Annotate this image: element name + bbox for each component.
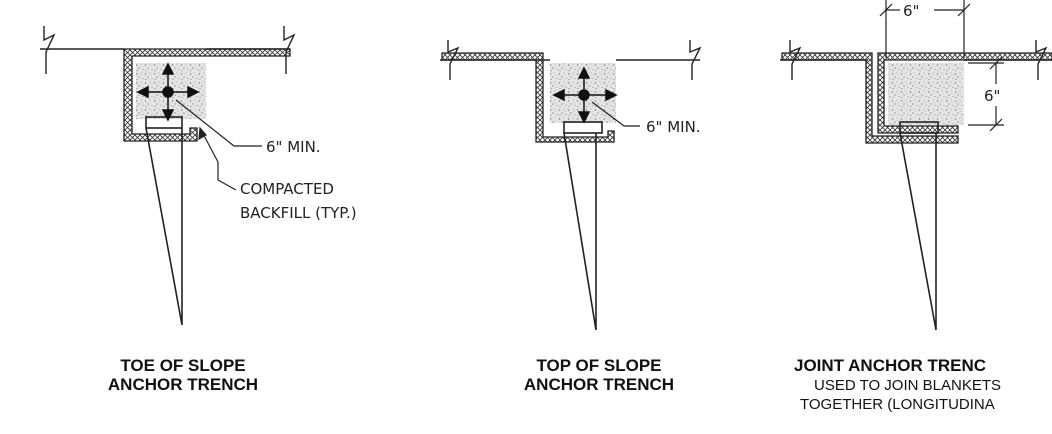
break-symbol-right (1035, 40, 1048, 80)
title-line-2: ANCHOR TRENCH (523, 375, 675, 394)
title-line-1: JOINT ANCHOR TRENC (794, 356, 987, 375)
anchor-staple (563, 121, 603, 331)
dimension-depth-label: 6" (984, 87, 1000, 105)
compaction-arrows-icon (136, 62, 200, 122)
toe-of-slope-detail: 6" MIN. COMPACTED BACKFILL (TYP.) (40, 26, 357, 326)
compaction-arrows-icon (552, 66, 618, 124)
callout-6in-min: 6" MIN. (646, 118, 701, 136)
title-toe-of-slope: TOE OF SLOPE ANCHOR TRENCH (60, 356, 306, 394)
title-line-2: ANCHOR TRENCH (107, 375, 259, 394)
subtitle-line-1: USED TO JOIN BLANKETS (814, 377, 1001, 394)
break-symbol-left (447, 40, 460, 80)
break-symbol-right (283, 26, 296, 74)
anchor-staple (899, 121, 939, 331)
break-symbol-right (689, 40, 702, 80)
dimension-width (879, 0, 971, 58)
subtitle-joint-anchor-trench: USED TO JOIN BLANKETS TOGETHER (LONGITUD… (800, 376, 1052, 414)
dimension-width-label: 6" (903, 2, 919, 20)
callout-6in-min: 6" MIN. (266, 138, 321, 156)
title-joint-anchor-trench: JOINT ANCHOR TRENC (794, 356, 1052, 375)
title-line-1: TOP OF SLOPE (536, 356, 662, 375)
compacted-backfill-fill (888, 63, 964, 125)
anchor-staple (145, 116, 183, 326)
callout-leaders (175, 99, 262, 191)
break-symbol-left (43, 26, 56, 74)
callout-backfill-typ: BACKFILL (TYP.) (240, 204, 357, 222)
erosion-blanket (441, 52, 615, 143)
title-top-of-slope: TOP OF SLOPE ANCHOR TRENCH (476, 356, 722, 394)
callout-compacted: COMPACTED (240, 180, 334, 198)
erosion-blanket-outer (781, 52, 959, 144)
joint-anchor-trench-detail: 6" 6" (780, 0, 1052, 331)
title-line-1: TOE OF SLOPE (120, 356, 246, 375)
break-symbol-left (789, 40, 802, 80)
erosion-blanket (123, 48, 291, 142)
top-of-slope-detail: 6" MIN. (440, 40, 702, 331)
dimension-depth (968, 56, 1004, 132)
subtitle-line-2: TOGETHER (LONGITUDINA (800, 396, 995, 413)
callout-leaders (591, 101, 640, 127)
